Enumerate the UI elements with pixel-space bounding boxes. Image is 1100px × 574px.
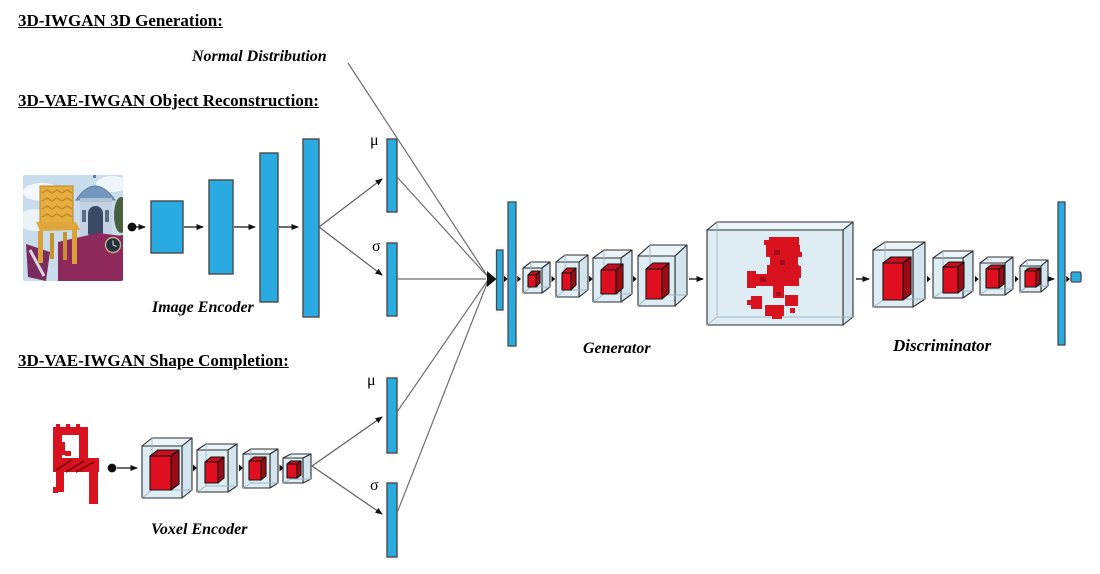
flow-dot <box>107 463 117 473</box>
mu-vector-image <box>386 138 398 213</box>
heading-3d-generation: 3D-IWGAN 3D Generation: <box>18 11 223 30</box>
gen-cube-4 <box>645 262 670 300</box>
sigma-vector-voxel <box>386 482 398 558</box>
gen-box-1 <box>522 261 551 294</box>
label-mu-voxel: μ <box>367 372 376 389</box>
mu-image-line <box>396 176 489 278</box>
encoder-layer-1 <box>150 200 184 254</box>
output-score-bar <box>1057 201 1066 346</box>
latent-sample-bar <box>495 249 504 311</box>
disc-cube-1 <box>882 256 912 301</box>
label-sigma-image: σ <box>372 238 381 255</box>
label-discriminator: Discriminator <box>893 336 992 355</box>
label-sigma-voxel: σ <box>370 477 379 494</box>
encoder-layer-3 <box>259 152 279 303</box>
sigma-voxel-line <box>396 280 489 514</box>
heading-object-reconstruction: 3D-VAE-IWGAN Object Reconstruction: <box>18 91 319 110</box>
label-normal-distribution: Normal Distribution <box>192 48 327 65</box>
gen-cube-1 <box>527 270 541 288</box>
label-mu-image: μ <box>370 132 379 149</box>
gen-cube-2 <box>561 267 577 291</box>
mu-vector-voxel <box>386 377 398 454</box>
photo-yellow-chair <box>36 185 80 264</box>
image-encoder-arrows <box>127 222 299 232</box>
discriminator-arrows <box>927 275 1070 283</box>
merge-arrowhead <box>487 271 497 287</box>
photo-cloud <box>96 176 123 192</box>
voxel-cube-4 <box>286 460 302 479</box>
voxel-cube-2 <box>204 456 225 484</box>
latent-code-bar <box>507 201 517 347</box>
label-generator: Generator <box>583 340 651 357</box>
output-node <box>1070 271 1082 283</box>
voxel-cube-1 <box>149 449 180 491</box>
voxel-encoder-to-latent-lines <box>311 416 383 515</box>
encoder-layer-4 <box>302 138 320 318</box>
flow-dot <box>127 222 137 232</box>
latent-arrows <box>504 275 521 283</box>
normal-distribution-line <box>347 62 489 278</box>
voxel-encoder-arrows <box>107 463 138 473</box>
mu-voxel-line <box>396 279 489 413</box>
voxel-chair-input <box>53 424 99 504</box>
sigma-vector-image <box>386 242 398 317</box>
heading-shape-completion: 3D-VAE-IWGAN Shape Completion: <box>18 351 289 370</box>
encoder-layer-2 <box>208 179 234 275</box>
gen-cube-3 <box>600 263 624 295</box>
label-voxel-encoder: Voxel Encoder <box>151 521 248 538</box>
disc-cube-4 <box>1024 267 1041 288</box>
chair-photo <box>23 175 123 281</box>
generator-arrows <box>551 275 870 283</box>
image-encoder-layers <box>150 138 320 318</box>
photo-clock <box>104 236 122 254</box>
disc-cube-3 <box>985 264 1005 289</box>
image-encoder-to-latent-lines <box>318 178 383 276</box>
generated-chair-voxels <box>747 237 802 319</box>
photo-foliage <box>114 197 123 233</box>
disc-cube-2 <box>942 261 965 294</box>
voxel-cube-3 <box>248 456 267 481</box>
latent-merge-lines <box>347 62 489 514</box>
label-image-encoder: Image Encoder <box>152 299 254 316</box>
voxel-encoder-arrowheads <box>193 464 284 472</box>
